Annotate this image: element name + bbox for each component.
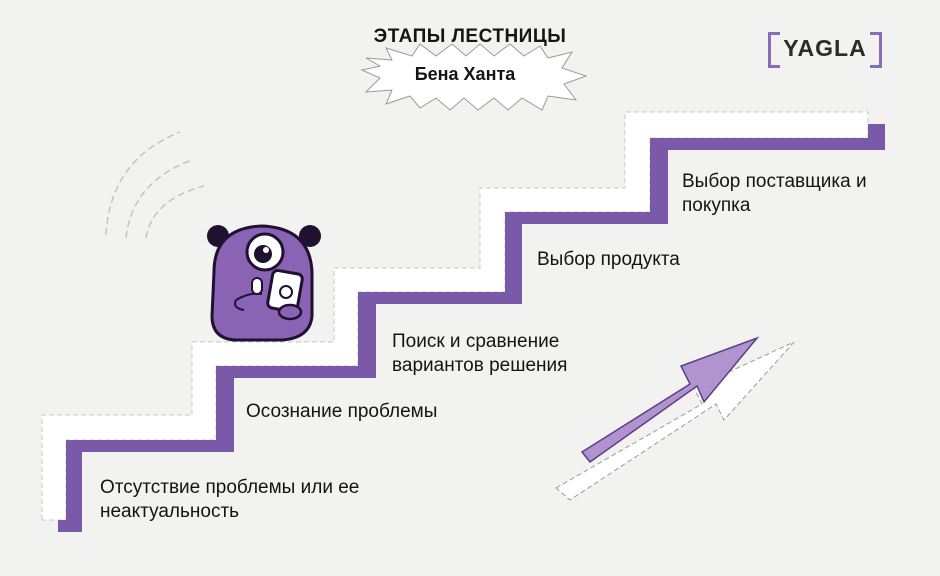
step-label-3: Поиск и сравнение вариантов решения [392, 331, 568, 376]
sound-waves-icon [105, 131, 205, 239]
subtitle-starburst [360, 43, 588, 111]
step-label-5: Выбор поставщика и покупка [682, 171, 867, 216]
step-label-1: Отсутствие проблемы или ее неактуальност… [100, 477, 360, 522]
yagla-logo: YAGLA [768, 32, 882, 68]
growth-arrow-icon [580, 336, 760, 464]
logo-text: YAGLA [783, 35, 867, 61]
step-label-2: Осознание проблемы [246, 401, 438, 422]
growth-arrow-outline [555, 341, 795, 501]
step-label-4: Выбор продукта [537, 249, 680, 270]
logo-bracket-left [768, 32, 780, 68]
mascot-icon [207, 224, 321, 342]
page-subtitle: Бена Ханта [414, 64, 516, 84]
page-title: ЭТАПЫ ЛЕСТНИЦЫ [373, 26, 567, 47]
logo-bracket-right [870, 32, 882, 68]
